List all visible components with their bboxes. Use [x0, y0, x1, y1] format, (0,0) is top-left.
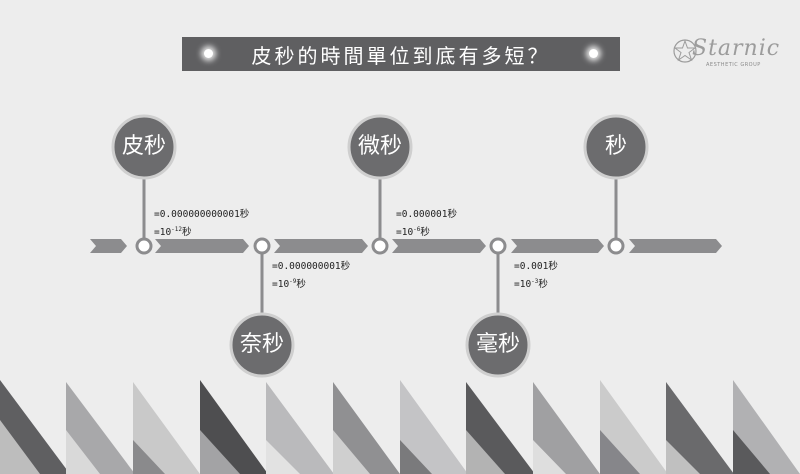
unit-label-second: 秒 [604, 134, 627, 159]
bubble-stems [142, 176, 618, 318]
triangle-pattern [0, 380, 800, 474]
power-value: =10-12秒 [154, 226, 192, 238]
decimal-value: =0.000001秒 [396, 209, 457, 220]
unit-label-nanosecond: 奈秒 [239, 332, 284, 357]
page-title: 皮秒的時間單位到底有多短？ [251, 43, 551, 68]
unit-bubble [111, 114, 177, 180]
decimal-value: =0.000000000001秒 [154, 209, 250, 220]
timeline-arrow [155, 239, 249, 253]
timeline-arrows [90, 239, 722, 253]
unit-bubble [347, 114, 413, 180]
timeline-arrow [90, 239, 127, 253]
timeline-arrow [392, 239, 486, 253]
decimal-value: =0.001秒 [514, 261, 558, 272]
brand-logo: Starnic AESTHETIC GROUP [672, 32, 779, 74]
timeline-arrow [274, 239, 368, 253]
unit-bubble [583, 114, 649, 180]
timeline-nodes [135, 237, 625, 255]
unit-bubbles [111, 114, 649, 378]
sparkle-icon [589, 49, 598, 58]
unit-label-picosecond: 皮秒 [121, 134, 166, 159]
timeline-node [489, 237, 507, 255]
logo-wordmark: Starnic [692, 36, 781, 61]
power-value: =10-3秒 [514, 278, 548, 290]
timeline-node [371, 237, 389, 255]
timeline-arrow [629, 239, 722, 253]
unit-label-millisecond: 毫秒 [475, 332, 520, 357]
value-text-microsecond: =0.000001秒 =10-6秒 [396, 207, 457, 240]
power-value: =10-6秒 [396, 226, 430, 238]
value-text-millisecond: =0.001秒 =10-3秒 [514, 259, 558, 292]
sparkle-icon [204, 49, 213, 58]
unit-bubble [465, 312, 531, 378]
unit-label-microsecond: 微秒 [357, 134, 402, 159]
power-value: =10-9秒 [272, 278, 306, 290]
value-text-picosecond: =0.000000000001秒 =10-12秒 [154, 207, 249, 240]
title-banner: 皮秒的時間單位到底有多短？ [182, 37, 620, 71]
star-emblem-icon [673, 39, 697, 63]
unit-bubble [229, 312, 295, 378]
timeline-node [135, 237, 153, 255]
timeline-node [607, 237, 625, 255]
logo-subtitle: AESTHETIC GROUP [706, 62, 761, 68]
timeline-arrow [511, 239, 604, 253]
timeline-node [253, 237, 271, 255]
decimal-value: =0.000000001秒 [272, 261, 351, 272]
value-text-nanosecond: =0.000000001秒 =10-9秒 [272, 259, 350, 292]
